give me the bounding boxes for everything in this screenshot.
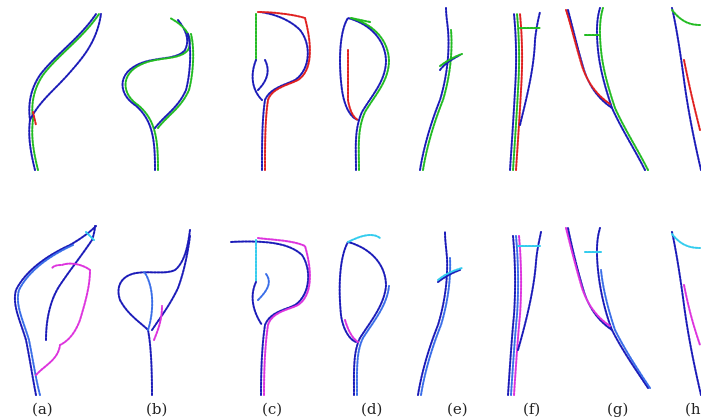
top-row-trace-8	[157, 33, 195, 129]
top-row-trace-25	[519, 11, 541, 126]
bottom-row-trace-22	[437, 267, 463, 281]
top-row-trace-4	[32, 111, 37, 126]
top-row-trace-16	[347, 49, 359, 121]
top-row-trace-9	[259, 11, 309, 171]
bottom-row-trace-19	[417, 231, 449, 396]
top-row-trace-29	[567, 9, 613, 109]
top-row-trace-13	[257, 59, 269, 91]
bottom-row-trace-7	[143, 271, 154, 331]
top-row-trace-10	[257, 11, 311, 171]
caption-b: (b)	[146, 400, 167, 418]
panel-captions: (a) (b) (c) (d) (e) (f) (g) (h)	[32, 400, 701, 418]
top-row-trace-21	[439, 53, 463, 67]
top-row-trace-15	[350, 17, 391, 171]
bottom-row-trace-13	[251, 281, 263, 326]
caption-c: (c)	[262, 400, 282, 418]
bottom-row-trace-10	[229, 240, 310, 396]
bottom-row-trace-8	[151, 235, 191, 331]
bottom-row-trace-6	[117, 229, 191, 396]
bottom-row-trace-20	[420, 257, 452, 396]
bottom-row-trace-23	[507, 235, 517, 396]
bottom-row-tracings	[14, 225, 701, 396]
top-row-trace-12	[251, 59, 263, 101]
bottom-row-trace-25	[513, 235, 523, 396]
top-row-trace-5	[121, 19, 189, 171]
bottom-row-trace-33	[671, 231, 701, 396]
top-row-trace-19	[422, 29, 453, 171]
top-row-trace-3	[29, 13, 102, 121]
bottom-row-trace-28	[595, 227, 649, 389]
bottom-row-trace-4	[35, 262, 92, 376]
bottom-row-trace-21	[437, 269, 461, 283]
bottom-row-trace-18	[347, 234, 381, 243]
top-row-trace-32	[671, 7, 701, 171]
caption-e: (e)	[447, 400, 468, 418]
bottom-row-trace-17	[344, 319, 359, 343]
top-row-trace-28	[598, 7, 649, 171]
top-row-trace-2	[31, 13, 100, 171]
top-row-trace-14	[339, 16, 388, 171]
bottom-row-trace-9	[153, 305, 163, 341]
bottom-row-trace-30	[567, 227, 613, 331]
bottom-row-trace-14	[257, 273, 270, 301]
bottom-row-trace-26	[517, 231, 542, 351]
top-row-trace-24	[515, 13, 524, 171]
top-row-trace-7	[154, 33, 192, 129]
bottom-row-trace-34	[671, 233, 701, 249]
caption-g: (g)	[607, 400, 628, 418]
bottom-row-trace-5	[85, 231, 95, 241]
top-row-trace-30	[565, 9, 611, 105]
top-row-trace-18	[419, 7, 450, 171]
top-row-trace-6	[124, 17, 191, 171]
bottom-row-trace-24	[510, 235, 520, 396]
top-row-trace-23	[512, 13, 521, 171]
bottom-row-trace-35	[683, 284, 701, 346]
bottom-row-trace-1	[14, 225, 97, 396]
top-row-trace-34	[683, 59, 701, 131]
bottom-row-trace-15	[338, 240, 388, 396]
caption-f: (f)	[523, 400, 540, 418]
caption-h: (h)	[685, 400, 701, 418]
caption-d: (d)	[361, 400, 382, 418]
top-row-trace-27	[595, 7, 646, 171]
bottom-row-trace-16	[355, 285, 390, 396]
top-row-trace-17	[350, 17, 371, 23]
top-row-tracings	[28, 7, 701, 171]
top-row-trace-33	[671, 9, 701, 26]
bottom-row-trace-3	[45, 225, 96, 341]
caption-a: (a)	[32, 400, 53, 418]
bottom-row-trace-31	[565, 227, 611, 327]
top-row-trace-22	[509, 13, 518, 171]
bottom-row-trace-29	[600, 269, 651, 389]
top-row-trace-1	[28, 13, 97, 171]
bottom-row-trace-2	[17, 244, 74, 396]
bottom-row-trace-11	[257, 237, 311, 396]
